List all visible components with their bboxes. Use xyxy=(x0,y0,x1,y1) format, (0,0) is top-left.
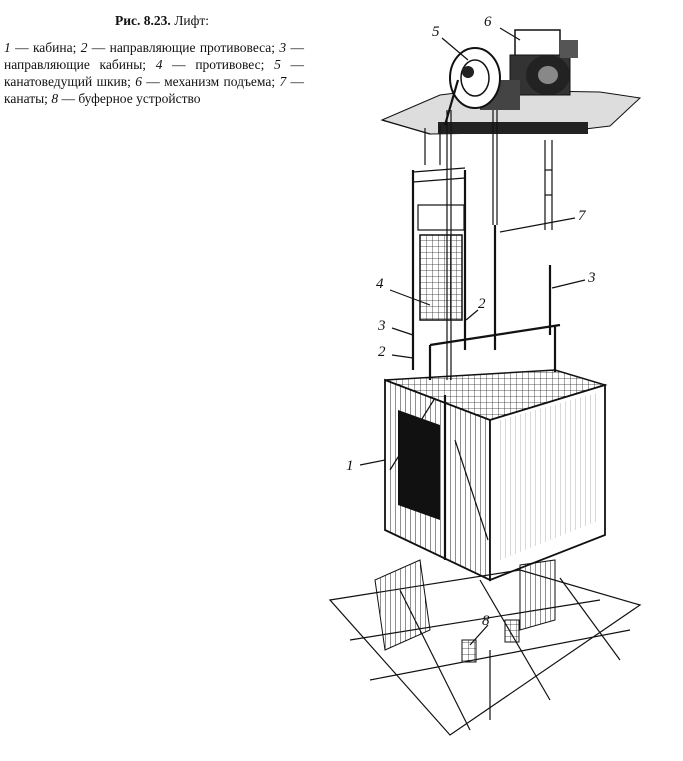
legend-item-sep: — xyxy=(280,57,305,72)
legend-item-number: 3 xyxy=(279,40,287,55)
legend-item: 8 — буферное устройство xyxy=(51,91,200,106)
legend-item-text: механизм подъема; xyxy=(164,74,276,89)
figure-caption: Рис. 8.23. Лифт: 1 — кабина; 2 — направл… xyxy=(4,12,304,107)
legend-item-text: канаты; xyxy=(4,91,48,106)
legend-item-sep: — xyxy=(141,74,165,89)
legend-item: 4 — противовес; xyxy=(156,57,265,72)
legend: 1 — кабина; 2 — направляющие противовеса… xyxy=(4,39,304,107)
legend-item-number: 5 xyxy=(274,57,281,72)
legend-item-sep: — xyxy=(162,57,196,72)
legend-item-sep: — xyxy=(286,74,305,89)
legend-item-sep: — xyxy=(286,40,305,55)
legend-item: 7 — канаты; xyxy=(4,74,304,106)
callout-labels: 5 6 7 3 4 2 3 2 1 8 xyxy=(346,14,596,629)
legend-item-text: кабина; xyxy=(32,40,77,55)
callout-7: 7 xyxy=(578,208,587,224)
caption-title: Рис. 8.23. Лифт: xyxy=(4,12,304,29)
legend-item-number: 2 xyxy=(80,40,88,55)
legend-item-number: 6 xyxy=(135,74,142,89)
legend-item: 3 — направляющие кабины; xyxy=(4,40,304,72)
traction-sheave xyxy=(443,47,501,126)
legend-item-sep: — xyxy=(10,40,33,55)
legend-item-text: направляющие кабины; xyxy=(4,57,147,72)
legend-item-text: противовес; xyxy=(195,57,265,72)
legend-item-text: буферное устройство xyxy=(78,91,201,106)
figure-title: Лифт: xyxy=(174,13,209,28)
callout-6: 6 xyxy=(484,14,492,30)
callout-1: 1 xyxy=(346,458,354,474)
callout-2-lower: 2 xyxy=(378,344,386,360)
legend-item-sep: — xyxy=(58,91,79,106)
callout-5: 5 xyxy=(432,24,440,40)
callout-3-left: 3 xyxy=(377,318,386,334)
callout-2-upper: 2 xyxy=(478,296,486,312)
legend-item: 1 — кабина; xyxy=(4,40,76,55)
leader-lines xyxy=(359,27,586,646)
legend-item-number: 4 xyxy=(155,57,163,72)
legend-item: 5 — канатоведущий шкив; xyxy=(4,57,304,89)
cabin xyxy=(384,378,606,582)
legend-item-text: канатоведущий шкив; xyxy=(4,74,131,89)
figure-label: Рис. 8.23. xyxy=(115,13,171,28)
legend-item-text: направляющие противовеса; xyxy=(109,40,276,55)
legend-item: 6 — механизм подъема; xyxy=(135,74,275,89)
legend-item: 2 — направляющие противовеса; xyxy=(81,40,275,55)
counterweight xyxy=(417,204,465,321)
legend-item-number: 7 xyxy=(279,74,287,89)
callout-3-right: 3 xyxy=(587,270,596,286)
pit-buffer xyxy=(328,559,642,736)
legend-item-number: 1 xyxy=(4,40,11,55)
shaft-frame xyxy=(411,125,553,370)
callout-4: 4 xyxy=(376,276,384,292)
legend-item-number: 8 xyxy=(51,91,59,106)
callout-8: 8 xyxy=(482,613,490,629)
legend-item-sep: — xyxy=(87,40,110,55)
